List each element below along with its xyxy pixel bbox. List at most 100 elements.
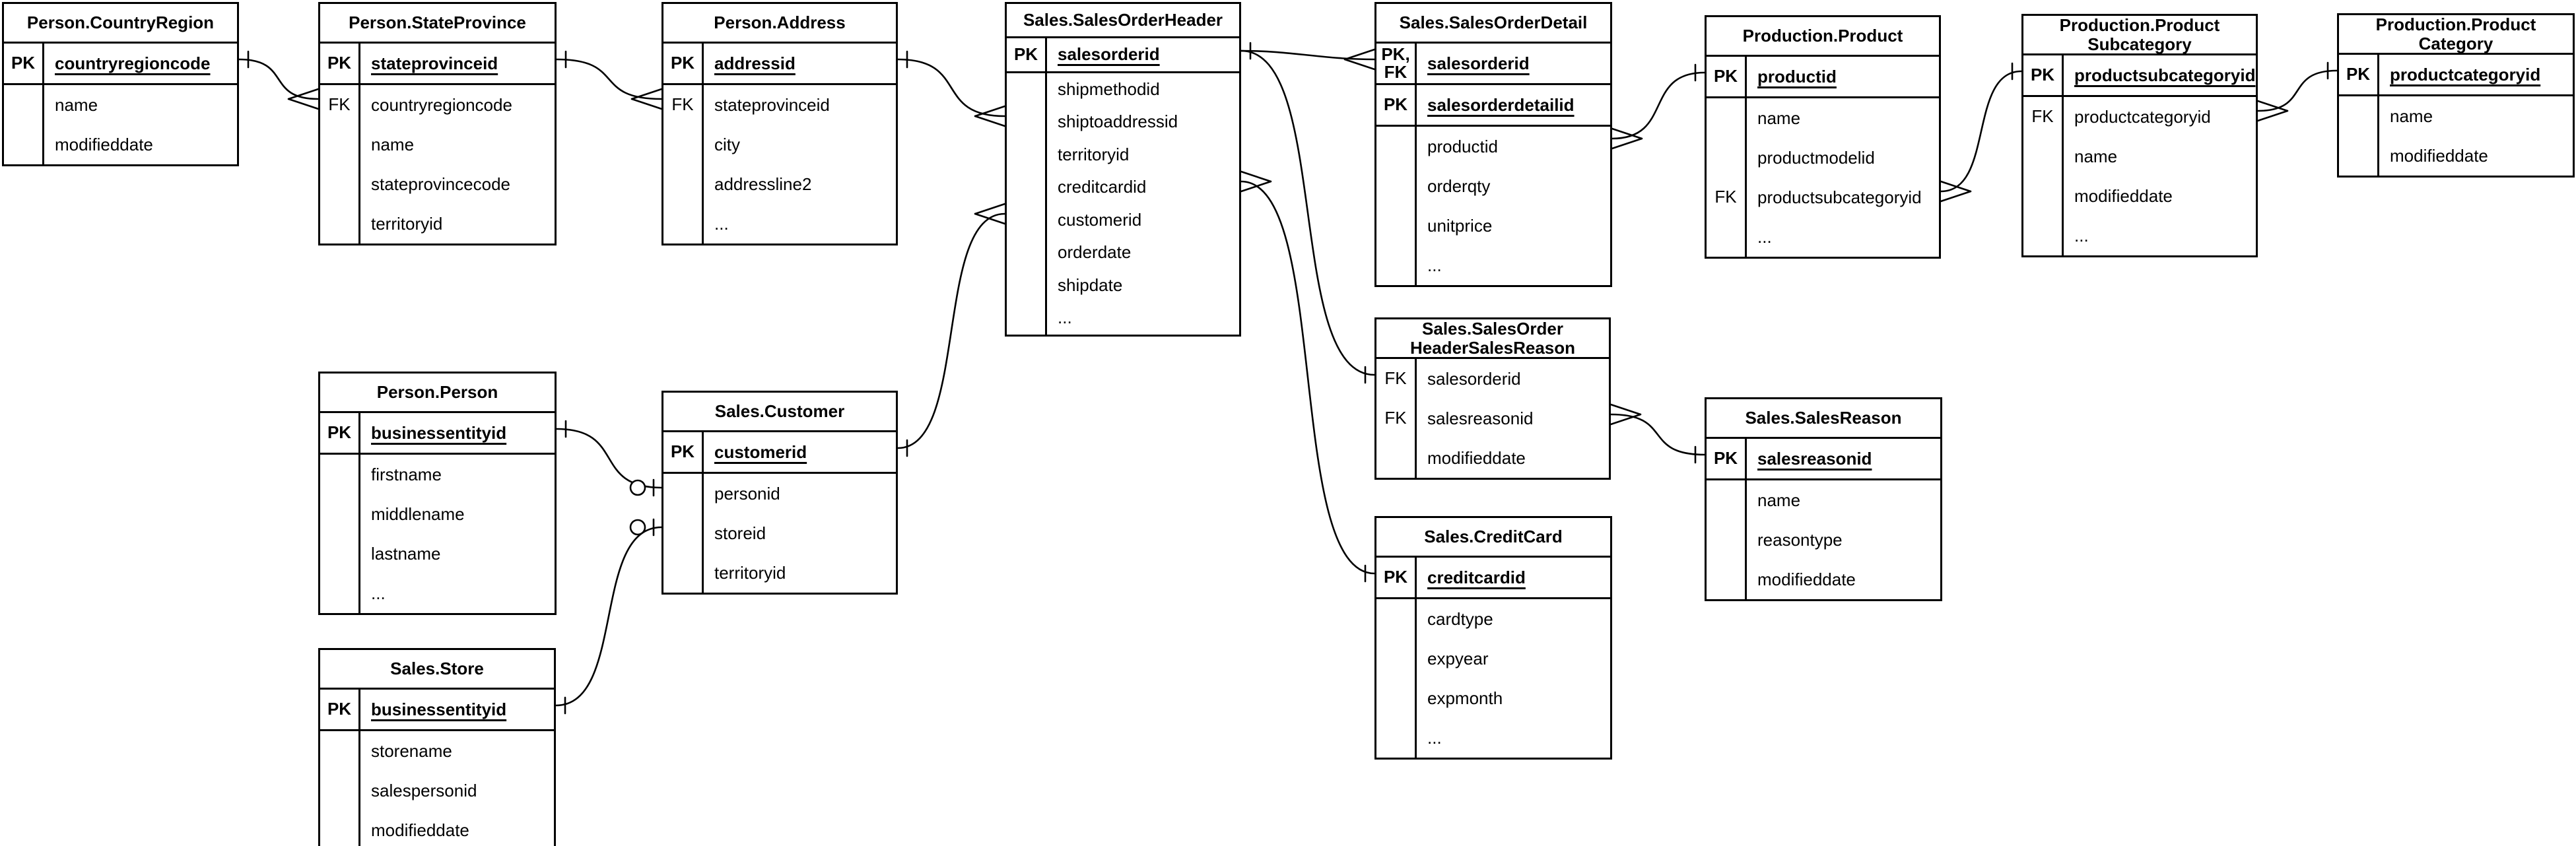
row-addressid: PK addressid <box>663 44 896 85</box>
row-productsubcategoryid: FK productsubcategoryid <box>1707 178 1939 217</box>
attr-label: ... <box>1427 727 1442 748</box>
attr-label: ... <box>1427 255 1442 275</box>
attr-label: customerid <box>1058 209 1142 230</box>
row-creditcardid: PK creditcardid <box>1376 558 1610 599</box>
attr-label: productid <box>1757 66 1837 86</box>
key-label <box>1376 206 1417 245</box>
crows-foot-marker <box>1610 403 1642 426</box>
row-orderqty: orderqty <box>1376 166 1610 206</box>
row-businessentityid: PK businessentityid <box>320 413 555 455</box>
row-name: name <box>2023 137 2256 176</box>
attr-label: ... <box>714 213 729 234</box>
relationship-line <box>2256 69 2338 112</box>
row-modifieddate: modifieddate <box>2339 136 2573 176</box>
attr-label: name <box>55 94 98 115</box>
key-label <box>320 573 360 613</box>
key-label: FK <box>1376 359 1417 399</box>
connector-customer-salesorderheader[interactable] <box>897 203 1006 457</box>
attr-label: name <box>2390 106 2433 126</box>
row-territoryid: territoryid <box>663 553 896 593</box>
connector-person-customer[interactable] <box>555 420 663 497</box>
attr-label: name <box>1757 490 1801 510</box>
row-salesorderid: PK salesorderid <box>1007 38 1239 73</box>
row-salesorderid: PK, FK salesorderid <box>1376 44 1610 85</box>
crows-foot-marker <box>1343 48 1376 71</box>
attr-label: salesreasonid <box>1427 408 1534 428</box>
attr-label: modifieddate <box>2390 145 2488 166</box>
row-cardtype: cardtype <box>1376 599 1610 639</box>
key-label: FK <box>663 85 704 125</box>
row-customerid: customerid <box>1007 203 1239 236</box>
connector-address-salesorderheader[interactable] <box>897 50 1006 127</box>
table-sales-salesorderheadersalesreason[interactable]: Sales.SalesOrder HeaderSalesReason FK sa… <box>1374 317 1611 480</box>
table-sales-customer[interactable]: Sales.Customer PK customerid personid st… <box>661 391 898 595</box>
row-name: name <box>4 85 237 125</box>
key-label <box>1376 166 1417 206</box>
attr-label: modifieddate <box>1427 447 1526 468</box>
connector-creditcard-salesorderheader[interactable] <box>1240 170 1376 583</box>
key-label <box>663 553 704 593</box>
key-label <box>663 125 704 164</box>
key-label <box>1707 138 1747 178</box>
attr-label: customerid <box>714 441 807 462</box>
relationship-line <box>1940 70 2023 193</box>
table-person-stateprovince[interactable]: Person.StateProvince PK stateprovinceid … <box>318 2 557 245</box>
connector-salesorderheadersalesreason-salesreason[interactable] <box>1610 403 1706 464</box>
attr-label: businessentityid <box>371 422 507 443</box>
connector-countryregion-stateprovince[interactable] <box>238 50 320 110</box>
row-expyear: expyear <box>1376 639 1610 678</box>
key-label <box>1376 718 1417 758</box>
relationship-line <box>1610 413 1706 456</box>
key-label: PK <box>2339 55 2379 94</box>
table-production-productcategory[interactable]: Production.Product Category PK productca… <box>2337 13 2575 178</box>
row-salesreasonid: PK salesreasonid <box>1707 439 1940 480</box>
crows-foot-marker <box>974 203 1006 225</box>
attr-label: creditcardid <box>1427 567 1526 587</box>
row-creditcardid: creditcardid <box>1007 171 1239 204</box>
attr-label: expyear <box>1427 648 1489 668</box>
connector-salesorderdetail-product[interactable] <box>1611 63 1706 150</box>
key-label: PK <box>663 44 704 83</box>
key-label: PK <box>320 690 360 729</box>
table-sales-store[interactable]: Sales.Store PK businessentityid storenam… <box>318 648 556 846</box>
table-title: Person.StateProvince <box>320 4 555 44</box>
table-person-person[interactable]: Person.Person PK businessentityid firstn… <box>318 372 557 615</box>
table-sales-creditcard[interactable]: Sales.CreditCard PK creditcardid cardtyp… <box>1374 516 1612 760</box>
table-sales-salesreason[interactable]: Sales.SalesReason PK salesreasonid name … <box>1705 397 1942 601</box>
row-name: name <box>1707 98 1939 138</box>
connector-store-customer[interactable] <box>555 518 663 715</box>
key-label <box>4 85 44 125</box>
row-salesorderid: FK salesorderid <box>1376 359 1609 399</box>
attr-label: countryregioncode <box>371 94 512 115</box>
connector-salesorderheader-salesorderheadersalesreason[interactable] <box>1240 49 1376 384</box>
table-production-product[interactable]: Production.Product PK productid name pro… <box>1705 15 1941 259</box>
row-territoryid: territoryid <box>320 204 555 244</box>
attr-label: modifieddate <box>55 134 153 154</box>
relationship-line <box>1611 71 1706 140</box>
table-person-countryregion[interactable]: Person.CountryRegion PK countryregioncod… <box>2 2 239 166</box>
connector-stateprovince-address[interactable] <box>555 50 663 110</box>
attr-label: shiptoaddressid <box>1058 112 1178 132</box>
attr-label: middlename <box>371 504 465 524</box>
key-label <box>320 125 360 164</box>
table-sales-salesorderdetail[interactable]: Sales.SalesOrderDetail PK, FK salesorder… <box>1374 2 1612 287</box>
table-production-productsubcategory[interactable]: Production.Product Subcategory PK produc… <box>2021 14 2258 257</box>
row-businessentityid: PK businessentityid <box>320 690 554 731</box>
connector-product-productsubcategory[interactable] <box>1940 62 2023 203</box>
key-label <box>1007 171 1047 204</box>
connector-salesorderheader-salesorderdetail[interactable] <box>1240 42 1376 71</box>
row-storename: storename <box>320 731 554 771</box>
key-label <box>2023 176 2064 216</box>
connector-productsubcategory-productcategory[interactable] <box>2256 61 2338 122</box>
table-sales-salesorderheader[interactable]: Sales.SalesOrderHeader PK salesorderid s… <box>1005 2 1241 337</box>
row-salesreasonid: FK salesreasonid <box>1376 399 1609 438</box>
table-person-address[interactable]: Person.Address PK addressid FK stateprov… <box>661 2 898 245</box>
row-addressline2: addressline2 <box>663 164 896 204</box>
key-label <box>1007 302 1047 335</box>
relationship-line <box>897 212 1006 449</box>
key-label <box>2023 137 2064 176</box>
row-city: city <box>663 125 896 164</box>
row-storeid: storeid <box>663 513 896 553</box>
key-label <box>1007 203 1047 236</box>
key-label <box>320 731 360 771</box>
